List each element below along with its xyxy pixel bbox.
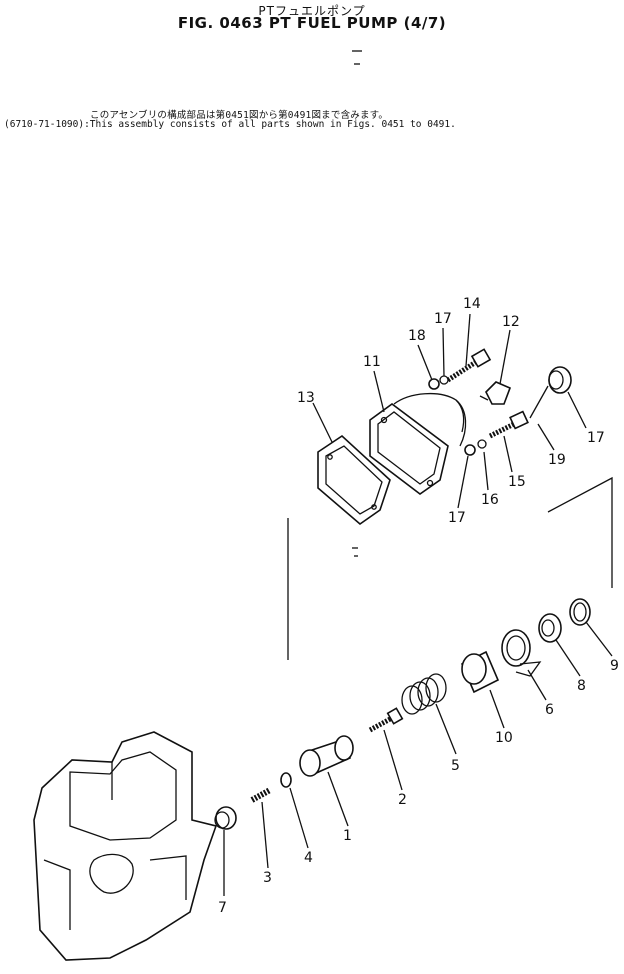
part-19-cap-leader (529, 385, 549, 419)
part-13-gasket (317, 434, 391, 526)
callout-16-lower: 16 (481, 492, 499, 508)
callout-8: 8 (577, 678, 586, 694)
callout-19: 19 (548, 452, 566, 468)
part-10-sleeve (460, 650, 500, 694)
leader-lines (223, 313, 613, 896)
part-9-snap-ring (569, 598, 591, 626)
callout-4: 4 (304, 850, 313, 866)
parts-16-17-washers-lower (464, 439, 487, 456)
callout-12: 12 (502, 314, 520, 330)
reference-lines (287, 476, 613, 660)
part-3-small-spring (250, 787, 272, 803)
callout-9: 9 (610, 658, 619, 674)
part-6-spring-seat (501, 629, 542, 677)
callout-3: 3 (263, 870, 272, 886)
callout-1: 1 (343, 828, 352, 844)
assembly-note-english: (6710-71-1090):This assembly consists of… (4, 119, 456, 130)
callout-16-upper: 17 (434, 311, 452, 327)
parts-16-17-washers-upper (428, 375, 449, 390)
callout-11: 11 (363, 354, 381, 370)
callout-2: 2 (398, 792, 407, 808)
callout-5: 5 (451, 758, 460, 774)
callout-14: 14 (463, 296, 481, 312)
pump-housing (33, 731, 218, 961)
part-1-body (299, 735, 354, 777)
title-japanese: PTフュエルポンプ (258, 4, 366, 18)
callout-10: 10 (495, 730, 513, 746)
callout-6: 6 (545, 702, 554, 718)
part-2-screw (368, 707, 404, 733)
part-12-fitting (479, 381, 512, 405)
part-14-bolt (446, 348, 492, 383)
part-8-retainer (538, 613, 562, 643)
title-marks (352, 50, 362, 557)
part-11-cover (369, 392, 467, 495)
part-4-washer (280, 772, 292, 788)
figure-title: FIG. 0463 PT FUEL PUMP (4/7) (177, 14, 447, 32)
callout-17-upper: 18 (408, 328, 426, 344)
part-5-spring (401, 673, 447, 715)
callout-labels: 13 11 18 17 14 12 17 19 15 16 17 9 8 6 1… (218, 296, 619, 916)
part-7-plug (214, 806, 237, 830)
part-15-bolt (488, 410, 529, 439)
callout-15: 15 (508, 474, 526, 490)
assembly-note-japanese: このアセンブリの構成部品は第0451図から第0491図まで含みます。 (90, 110, 389, 121)
callout-13: 13 (297, 390, 315, 406)
part-18-cap (548, 366, 572, 394)
callout-17-lower: 17 (448, 510, 466, 526)
callout-7: 7 (218, 900, 227, 916)
callout-18: 17 (587, 430, 605, 446)
